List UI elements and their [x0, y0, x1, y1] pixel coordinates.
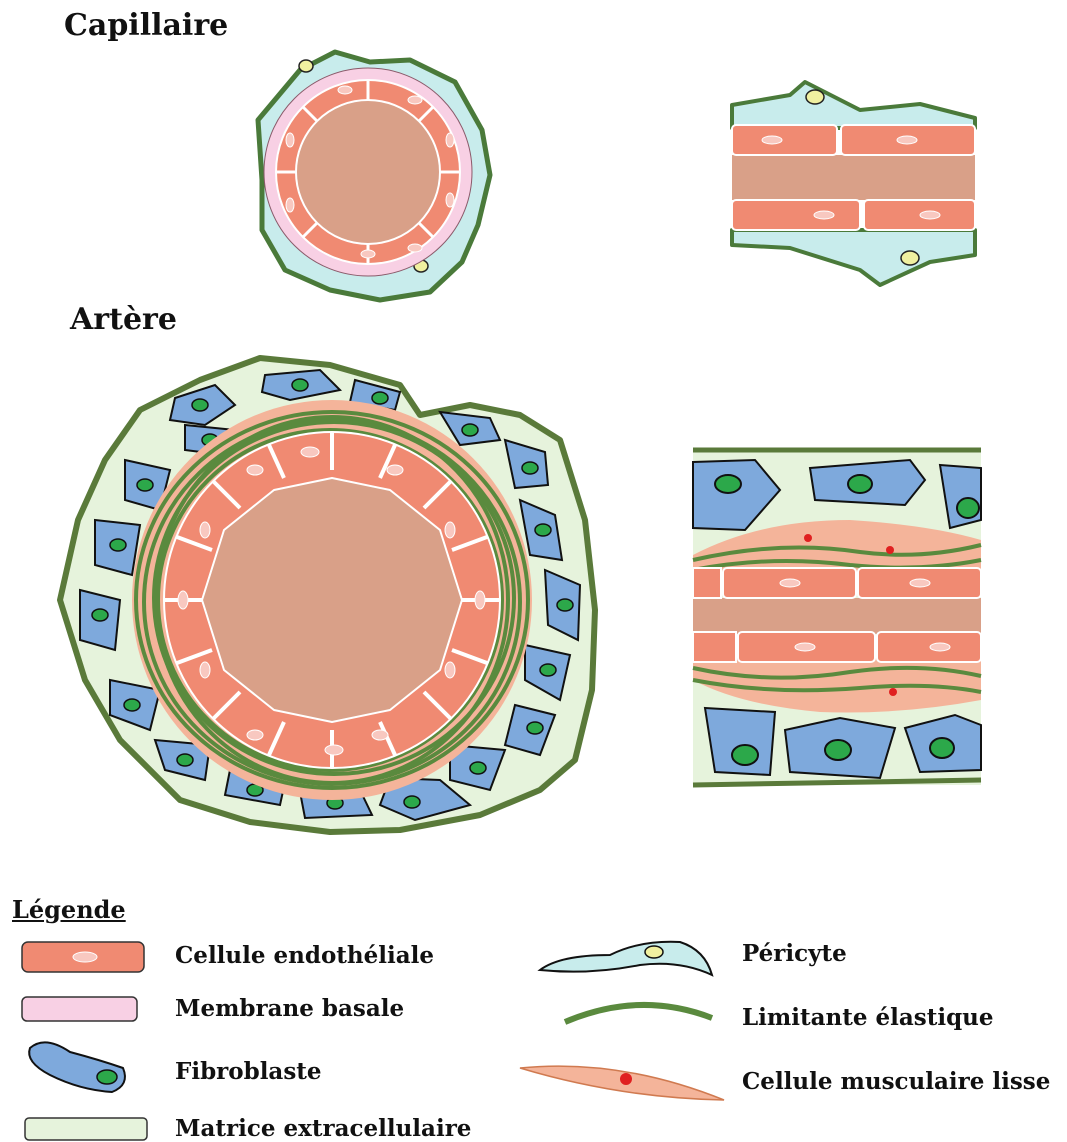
- capillary-pericyte-nucleus: [299, 60, 313, 72]
- artery-long-endothelial-cell: [693, 568, 721, 598]
- legend-label-endothelial-cell: Cellule endothéliale: [175, 942, 434, 969]
- legend-label-elastic-lamina: Limitante élastique: [742, 1004, 994, 1031]
- legend-label-pericyte: Péricyte: [742, 940, 847, 967]
- artery-title: Artère: [70, 302, 177, 337]
- artery-long-lumen: [693, 598, 981, 634]
- legend-title: Légende: [12, 895, 126, 924]
- capillary-long-pericyte-nucleus: [806, 90, 824, 104]
- legend-label-extracellular-matrix: Matrice extracellulaire: [175, 1115, 471, 1142]
- capillary-long-pericyte-bottom: [732, 230, 975, 285]
- capillary-long-endothelial-cell: [732, 200, 860, 230]
- capillary-long-pericyte-top: [732, 82, 975, 128]
- legend-fibroblast-swatch: [29, 1042, 125, 1092]
- legend-elastic-lamina-swatch: [565, 1005, 712, 1022]
- legend-pericyte-swatch: [540, 942, 712, 975]
- artery-long-endothelial-cell: [693, 632, 736, 662]
- legend-swatches: [22, 942, 724, 1140]
- capillary-cross-section: [258, 52, 490, 300]
- capillary-long-pericyte-nucleus: [901, 251, 919, 265]
- legend-matrix-swatch: [25, 1118, 147, 1140]
- legend-label-smooth-muscle-cell: Cellule musculaire lisse: [742, 1068, 1050, 1095]
- capillary-title: Capillaire: [64, 8, 228, 43]
- legend-label-fibroblast: Fibroblaste: [175, 1058, 322, 1085]
- capillary-long-lumen: [732, 155, 975, 200]
- artery-cross-section: [60, 358, 595, 832]
- capillary-long-endothelial-cell: [732, 125, 837, 155]
- capillary-lumen: [296, 100, 440, 244]
- capillary-longitudinal-section: [732, 82, 975, 285]
- legend-basement-membrane-swatch: [22, 997, 137, 1021]
- legend-label-basement-membrane: Membrane basale: [175, 995, 404, 1022]
- artery-long-endothelial-cell: [877, 632, 981, 662]
- artery-longitudinal-section: [693, 450, 981, 785]
